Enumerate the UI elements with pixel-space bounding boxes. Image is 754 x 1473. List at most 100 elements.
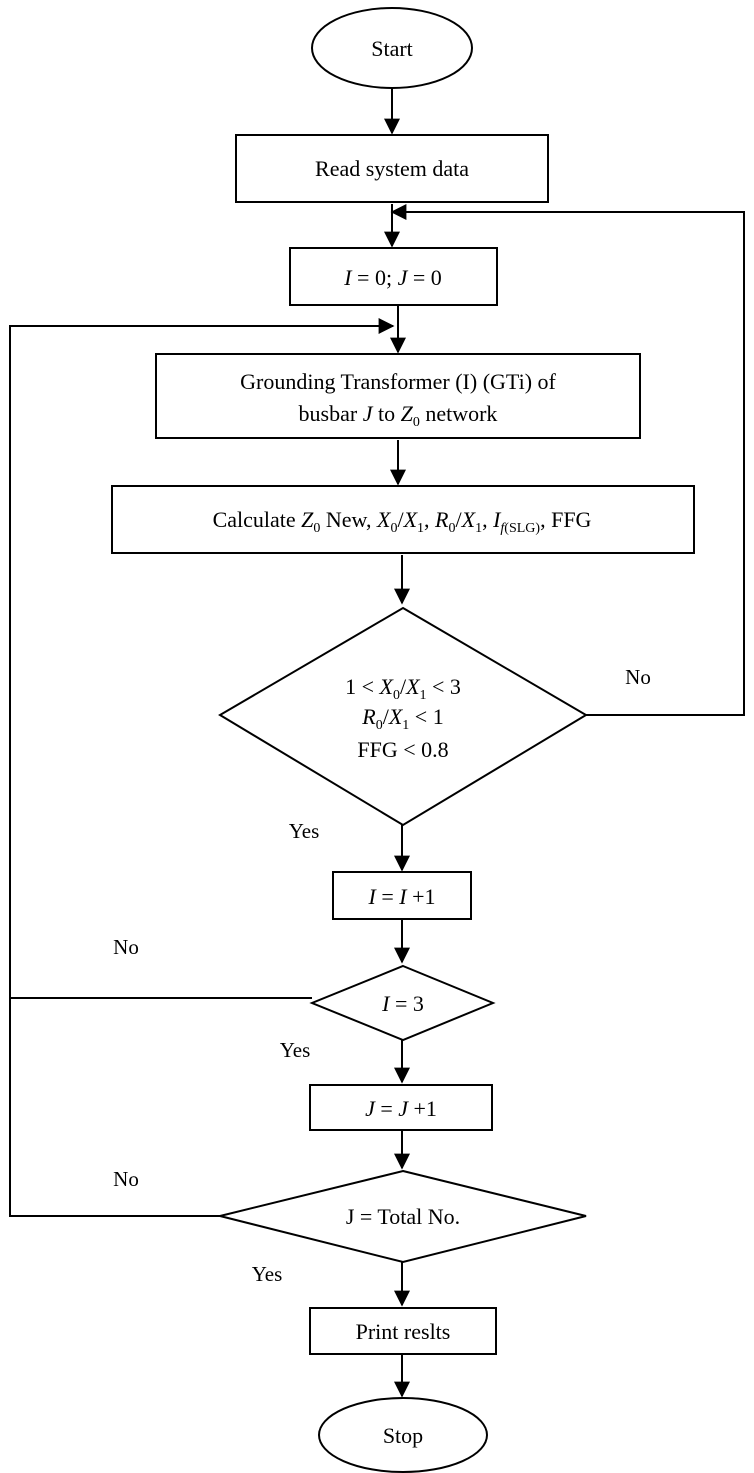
d1-c2-x1-sub: 1 <box>402 718 409 733</box>
calculate-node: Calculate Z0 New, X0/X1, R0/X1, If(SLG),… <box>111 485 695 554</box>
inc-j-plus: +1 <box>408 1096 437 1121</box>
calc-c: , FFG <box>540 507 591 532</box>
d1-c1-slash: / <box>400 674 407 699</box>
decision1-node: 1 < X0/X1 < 3 R0/X1 < 1 FFG < 0.8 No Yes <box>218 606 651 843</box>
decision2-no-label: No <box>113 935 139 959</box>
d1-c2-r0: R <box>361 704 376 729</box>
start-ellipse <box>311 7 473 89</box>
d2-eq: = 3 <box>389 991 423 1016</box>
d1-c1-b: < 3 <box>427 674 461 699</box>
calculate-label: Calculate Z0 New, X0/X1, R0/X1, If(SLG),… <box>213 507 592 536</box>
inc-i-eq: = <box>376 884 399 909</box>
calc-slash1: / <box>397 507 404 532</box>
d1-c2-x1: X <box>388 704 404 729</box>
d1-c1-x1: X <box>405 674 421 699</box>
decision1-cond2: R0/X1 < 1 <box>361 704 443 733</box>
start-node: Start <box>311 7 473 89</box>
start-label: Start <box>371 36 413 61</box>
calc-z: Z <box>301 507 314 532</box>
decision1-yes-label: Yes <box>289 819 320 843</box>
inc-i-var1: I <box>368 884 378 909</box>
init-eq1: = 0; <box>352 265 398 290</box>
calc-if: I <box>492 507 502 532</box>
print-box <box>309 1307 497 1355</box>
calc-x1b-sub: 1 <box>475 521 482 536</box>
grounding-box <box>155 353 641 439</box>
grounding-var-j: J <box>363 401 374 426</box>
d2-var-i: I <box>381 991 391 1016</box>
d1-c1-x0: X <box>378 674 394 699</box>
calc-comma1: , <box>424 507 435 532</box>
increment-i-label: I = I +1 <box>368 884 436 909</box>
inc-i-var2: I <box>398 884 408 909</box>
decision3-no-label: No <box>113 1167 139 1191</box>
grounding-line2-b: to <box>372 401 400 426</box>
init-var-i: I <box>343 265 353 290</box>
calc-r0: R <box>434 507 449 532</box>
calculate-box <box>111 485 695 554</box>
inc-j-eq: = <box>375 1096 398 1121</box>
decision2-label: I = 3 <box>381 991 424 1016</box>
calc-x0-sub: 0 <box>390 521 397 536</box>
init-label: I = 0; J = 0 <box>343 265 442 290</box>
increment-j-label: J = J +1 <box>365 1096 437 1121</box>
grounding-line2: busbar J to Z0 network <box>299 401 498 430</box>
d1-c2-r0-sub: 0 <box>376 718 383 733</box>
decision1-cond1: 1 < X0/X1 < 3 <box>345 674 461 703</box>
grounding-var-z: Z <box>401 401 414 426</box>
grounding-node: Grounding Transformer (I) (GTi) of busba… <box>155 353 641 439</box>
increment-j-box <box>309 1084 493 1131</box>
init-eq2: = 0 <box>407 265 441 290</box>
calc-x1b: X <box>461 507 477 532</box>
decision2-diamond <box>309 964 496 1042</box>
decision2-node: I = 3 No Yes <box>113 935 496 1062</box>
read-data-node: Read system data <box>235 134 549 203</box>
read-data-label: Read system data <box>315 156 469 181</box>
calc-if-sub-f: f <box>500 521 506 536</box>
grounding-line1: Grounding Transformer (I) (GTi) of <box>240 369 556 394</box>
d1-c2-slash: / <box>383 704 390 729</box>
calc-b: New, <box>320 507 377 532</box>
init-node: I = 0; J = 0 <box>289 247 498 306</box>
init-box <box>289 247 498 306</box>
calc-slash2: / <box>456 507 463 532</box>
decision1-diamond <box>218 606 588 827</box>
increment-i-node: I = I +1 <box>332 871 472 920</box>
inc-j-var1: J <box>365 1096 376 1121</box>
connectors <box>9 88 745 1398</box>
decision1-cond3: FFG < 0.8 <box>357 737 448 762</box>
loop-decision3-no <box>9 318 395 1217</box>
decision3-node: J = Total No. No Yes <box>113 1167 587 1286</box>
decision1-no-label: No <box>625 665 651 689</box>
decision3-yes-label: Yes <box>252 1262 283 1286</box>
stop-node: Stop <box>318 1397 488 1473</box>
print-label: Print reslts <box>356 1319 451 1344</box>
calc-r0-sub: 0 <box>449 521 456 536</box>
stop-ellipse <box>318 1397 488 1473</box>
increment-j-node: J = J +1 <box>309 1084 493 1131</box>
decision2-yes-label: Yes <box>280 1038 311 1062</box>
calc-x0: X <box>376 507 392 532</box>
d1-c1-a: 1 < <box>345 674 379 699</box>
calc-x1a-sub: 1 <box>417 521 424 536</box>
inc-j-var2: J <box>398 1096 409 1121</box>
calc-if-sub-rest: (SLG) <box>504 521 540 536</box>
init-var-j: J <box>398 265 409 290</box>
calc-z-sub: 0 <box>313 521 320 536</box>
inc-i-plus: +1 <box>407 884 436 909</box>
loop-decision1-no <box>390 204 745 716</box>
calc-comma2: , <box>482 507 493 532</box>
read-data-box <box>235 134 549 203</box>
grounding-line2-a: busbar <box>299 401 363 426</box>
calc-a: Calculate <box>213 507 302 532</box>
grounding-line2-c: network <box>420 401 498 426</box>
print-node: Print reslts <box>309 1307 497 1355</box>
d1-c1-x0-sub: 0 <box>393 688 400 703</box>
grounding-var-z-sub: 0 <box>413 415 420 430</box>
d1-c1-x1-sub: 1 <box>420 688 427 703</box>
decision3-label: J = Total No. <box>346 1204 460 1229</box>
stop-label: Stop <box>383 1423 423 1448</box>
calc-x1a: X <box>403 507 419 532</box>
